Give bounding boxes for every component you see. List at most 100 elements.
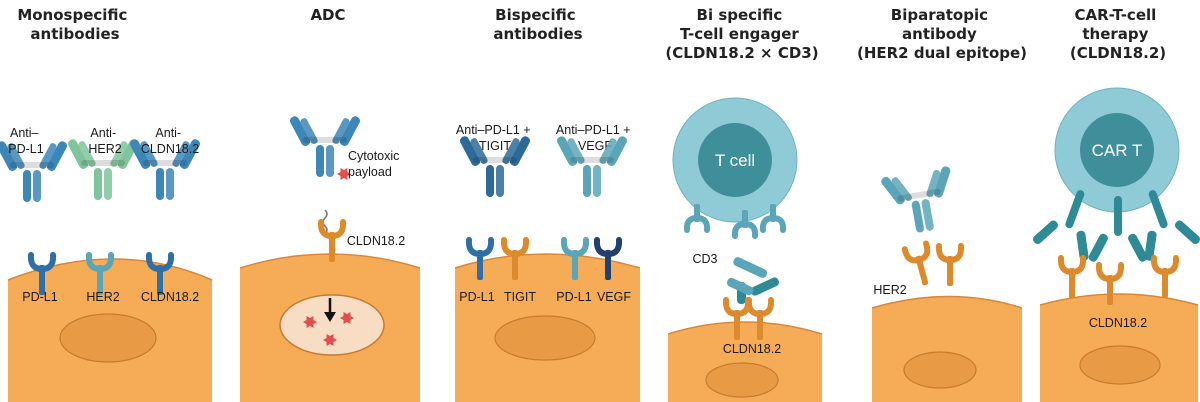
label-line: Anti–PD-L1 +: [456, 123, 531, 137]
nucleus: [1079, 345, 1161, 385]
label-line: TIGIT: [479, 139, 511, 153]
endosome: [279, 294, 385, 356]
antibody-arm: [881, 176, 905, 205]
label-line: CLDN18.2: [141, 142, 199, 156]
nucleus: [59, 313, 157, 363]
antibody-biparatopic: [881, 166, 951, 233]
antibody-arm: [78, 141, 96, 168]
receptor-cup: [317, 219, 347, 240]
receptor-cldn182: [1057, 255, 1087, 298]
antibody-stem: [921, 199, 934, 231]
car-t-label: CAR T: [1092, 141, 1143, 160]
title-line: therapy: [1082, 25, 1148, 43]
receptor-label: CLDN18.2: [141, 290, 199, 304]
antibody-label: Anti– PD-L1: [8, 126, 43, 156]
antibody-arm: [67, 139, 89, 169]
panel-title: Monospecific antibodies: [17, 6, 132, 43]
label-line: Anti-: [90, 126, 116, 140]
receptor-stalk: [947, 256, 953, 286]
title-line: ADC: [310, 6, 345, 24]
title-line: Bi specific: [697, 6, 783, 24]
receptor-label: CLDN18.2: [723, 342, 781, 356]
receptor-stalk: [605, 250, 611, 280]
receptor-stalk: [1162, 268, 1168, 298]
receptor-stalk: [572, 250, 578, 280]
antibody-arm: [172, 141, 190, 168]
title-line: (CLDN18.2): [1070, 44, 1166, 62]
antibody-anti-pdl1: [0, 141, 68, 202]
receptor-label: TIGIT: [504, 290, 536, 304]
panel-title: Bispecific antibodies: [493, 6, 582, 43]
antibody-arm: [7, 143, 25, 170]
receptor-vegf: [593, 237, 623, 280]
antibody-arm: [933, 166, 951, 198]
receptor-cup: [145, 252, 175, 273]
car-receptor: [1088, 196, 1148, 262]
panel-title: ADC: [310, 6, 345, 24]
label-line: PD-L1: [8, 142, 43, 156]
receptor-stalk: [1107, 275, 1113, 305]
antibody-hinge: [143, 160, 187, 166]
antibody-arm: [599, 138, 617, 165]
car-arm: [1174, 220, 1200, 245]
antibody-arm: [140, 141, 158, 168]
cd3-receptor: [759, 204, 787, 233]
receptor-tigit: [500, 237, 530, 280]
receptor-cup: [500, 237, 530, 258]
antibody-stem: [33, 170, 41, 202]
title-line: Monospecific: [17, 6, 127, 24]
payload-icon: [323, 333, 337, 347]
receptor-label: PD-L1: [459, 290, 494, 304]
antibody-stem: [583, 165, 591, 197]
car-stem: [1148, 190, 1168, 229]
receptor-cup: [1095, 262, 1125, 283]
car-receptor: [1144, 190, 1200, 261]
cell-membrane: [454, 253, 641, 269]
car-arm: [1144, 230, 1157, 261]
car-arm: [1033, 220, 1059, 245]
label-line: Anti-: [155, 126, 181, 140]
label-line: VEGF: [578, 139, 612, 153]
title-line: (CLDN18.2 × CD3): [665, 44, 818, 62]
antibody-arm: [509, 136, 531, 166]
car-stem: [1065, 190, 1085, 229]
receptor-cup: [1057, 255, 1087, 276]
payload-icon: [303, 315, 317, 329]
car-arm: [1088, 233, 1108, 262]
receptor-pdl1: [560, 237, 590, 280]
receptor-cup: [465, 237, 495, 258]
receptor-label: CLDN18.2: [347, 234, 405, 248]
receptor-stalk: [915, 255, 929, 286]
car-receptor: [1033, 190, 1089, 261]
antibody-arm: [110, 141, 128, 168]
antibody-hinge: [570, 157, 614, 163]
receptor-pdl1: [27, 252, 57, 295]
antibody-hinge: [81, 160, 125, 166]
antibody-stem: [104, 168, 112, 200]
antibody-arm: [891, 177, 913, 202]
receptor-cldn182: [317, 219, 347, 262]
receptor-her2: [901, 240, 931, 286]
antibody-label: Anti–PD-L1 + VEGF: [556, 123, 634, 153]
antibody-arm: [606, 136, 628, 166]
label-line: Anti–PD-L1 +: [556, 123, 631, 137]
antibody-arm: [129, 139, 151, 169]
receptor-stalk: [329, 232, 335, 262]
receptor-cup: [1150, 255, 1180, 276]
cell-membrane: [1039, 293, 1199, 306]
antibody-arm: [289, 116, 311, 146]
label-line: Cytotoxic: [348, 149, 399, 163]
receptor-label: PD-L1: [22, 290, 57, 304]
receptor-cup: [901, 240, 931, 264]
nucleus: [705, 362, 779, 398]
antibody-anti-cldn182: [129, 139, 201, 200]
antibody-arm: [0, 141, 18, 171]
receptor-stalk: [157, 265, 163, 295]
panel-biparatopic: Biparatopic antibody (HER2 dual epitope)…: [857, 6, 1027, 402]
car-stem: [1114, 196, 1122, 236]
panel-title: CAR-T-cell therapy (CLDN18.2): [1070, 6, 1166, 62]
receptor-cup: [27, 252, 57, 273]
antibody-arm: [179, 139, 201, 169]
antibody-arm: [459, 136, 481, 166]
